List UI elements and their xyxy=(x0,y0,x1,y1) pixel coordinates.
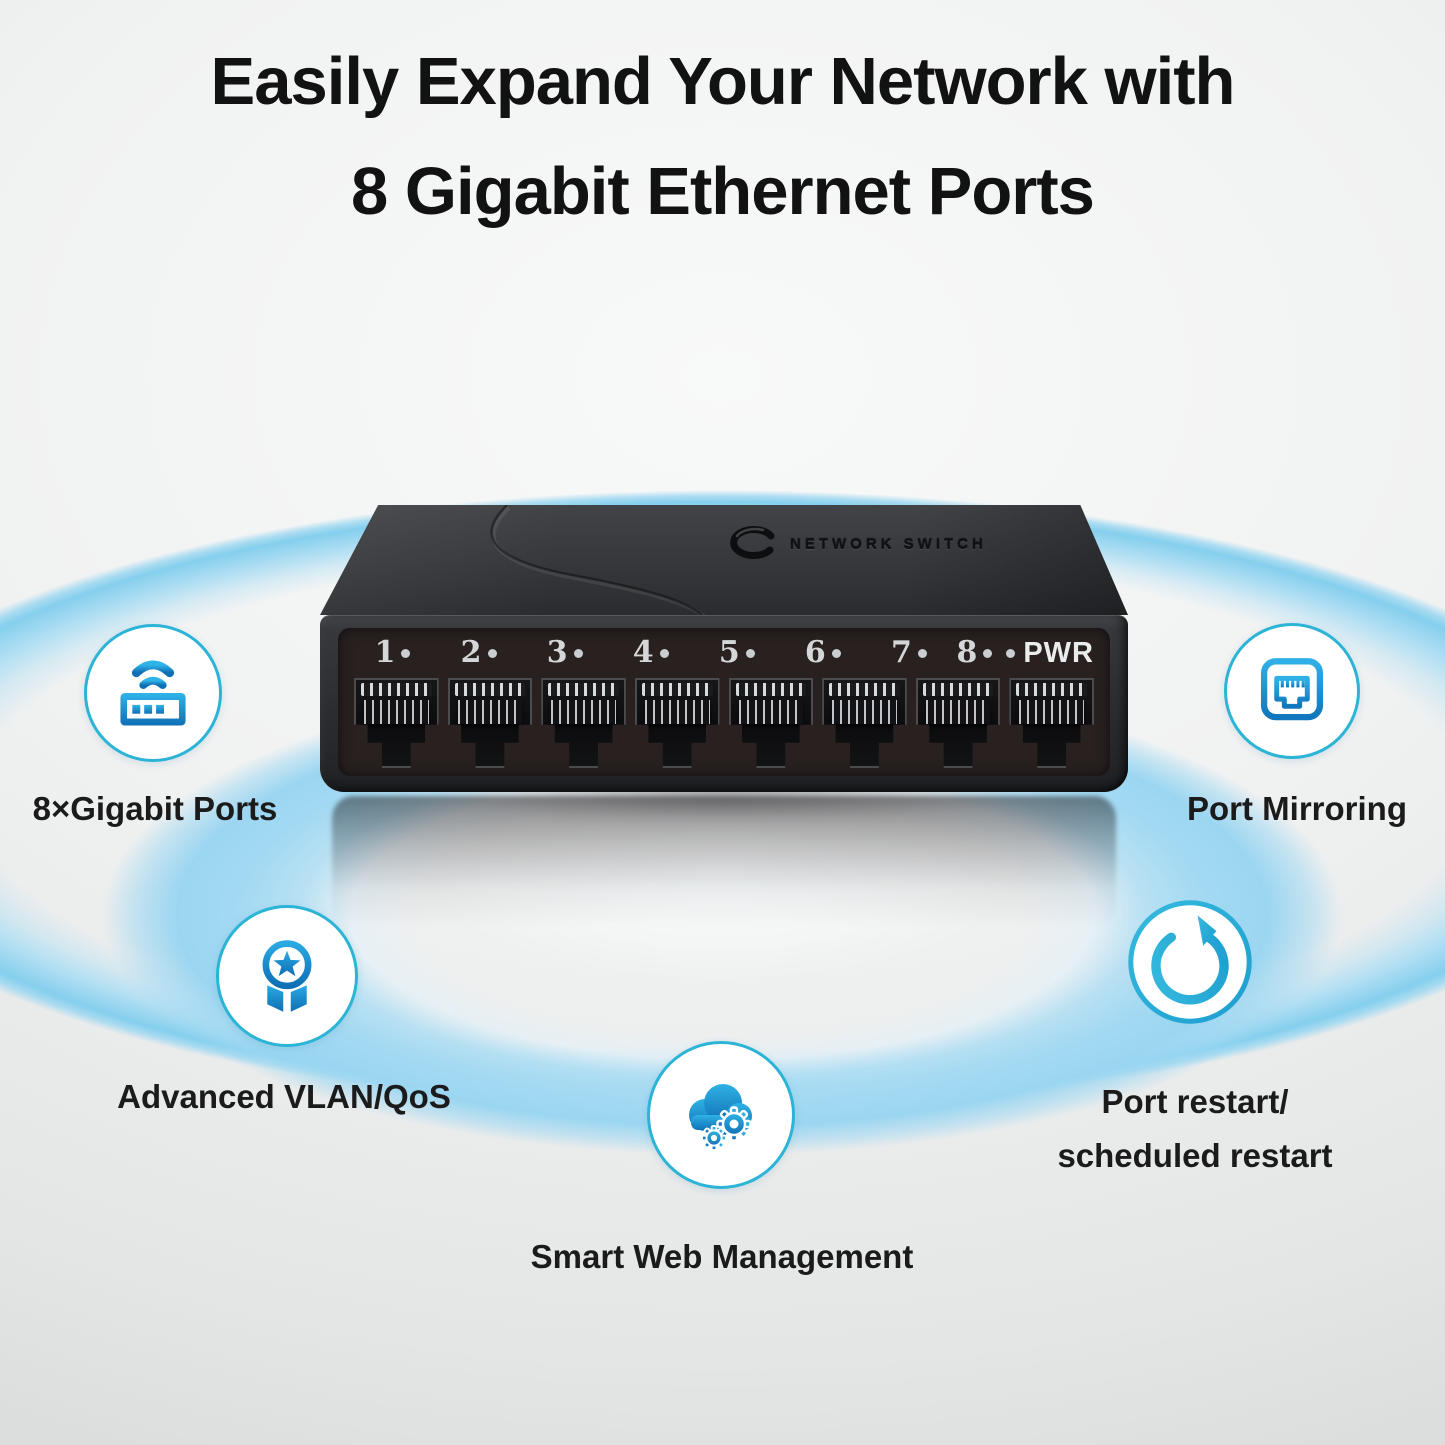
port-label: 7 xyxy=(870,635,947,671)
rj45-port-1 xyxy=(354,678,439,768)
port-pins xyxy=(922,683,994,696)
brand-swoosh-icon xyxy=(730,526,775,559)
rj45-port-2 xyxy=(447,678,533,768)
rj45-port-row xyxy=(354,678,1094,768)
led-indicator xyxy=(401,648,411,658)
port-label-row: 1 2 3 4 5 6 7 8 PWR xyxy=(354,635,1094,671)
brand-logo-group: NETWORK SWITCH xyxy=(726,523,987,565)
medal-star-icon xyxy=(262,940,312,1012)
feature-label-vlan-qos: Advanced VLAN/QoS xyxy=(117,1078,451,1115)
port-pins xyxy=(454,683,526,696)
led-indicator xyxy=(831,648,841,658)
port-pins xyxy=(735,683,807,696)
port-label: 4 xyxy=(612,635,689,671)
ethernet-port-icon xyxy=(1260,658,1324,721)
feature-label-gigabit-ports: 8×Gigabit Ports xyxy=(32,790,278,827)
power-label: PWR xyxy=(1023,636,1094,669)
top-face-shading xyxy=(320,505,1128,615)
port-contacts xyxy=(551,700,616,724)
port-pins xyxy=(1016,683,1087,696)
port-pins xyxy=(829,683,900,696)
port-label: 3 xyxy=(526,635,603,671)
top-face-curve-detail xyxy=(490,505,706,615)
port-panel: 1 2 3 4 5 6 7 8 PWR xyxy=(338,628,1110,776)
feature-circle-gigabit-ports xyxy=(84,624,222,762)
gear-large xyxy=(716,1106,752,1142)
rj45-port-8 xyxy=(1009,678,1094,768)
port-contacts xyxy=(1019,700,1084,724)
rj45-port-3 xyxy=(541,678,626,768)
feature-label-port-restart-line2: scheduled restart xyxy=(1057,1137,1333,1174)
router-wifi-icon xyxy=(120,660,186,726)
port-label: 5 xyxy=(698,635,775,671)
port-contacts xyxy=(457,700,523,724)
headline-line-2: 8 Gigabit Ethernet Ports xyxy=(351,154,1095,229)
port-contacts xyxy=(832,700,897,724)
led-indicator xyxy=(745,648,755,658)
headline-line-1: Easily Expand Your Network with xyxy=(210,44,1236,119)
port-label-with-power: 8 PWR xyxy=(956,635,1094,670)
rj45-port-4 xyxy=(634,678,720,768)
rj45-port-5 xyxy=(728,678,814,768)
feature-label-web-management: Smart Web Management xyxy=(530,1238,914,1275)
feature-circle-web-management xyxy=(647,1041,795,1189)
led-indicator xyxy=(659,648,669,658)
port-contacts xyxy=(364,700,429,724)
port-contacts xyxy=(738,700,804,724)
feature-label-port-mirroring: Port Mirroring xyxy=(1187,790,1407,827)
gear-small xyxy=(701,1125,727,1151)
rj45-port-6 xyxy=(822,678,907,768)
feature-circle-port-restart xyxy=(1127,899,1253,1025)
port-contacts xyxy=(925,700,991,724)
brand-name: NETWORK SWITCH xyxy=(790,535,987,553)
feature-label-port-restart-line1: Port restart/ xyxy=(1101,1083,1289,1120)
cloud-gears-icon xyxy=(689,1084,752,1151)
led-indicator xyxy=(917,648,927,658)
port-pins xyxy=(548,683,619,696)
led-indicator xyxy=(573,648,583,658)
led-indicator xyxy=(983,648,993,658)
port-label: 1 xyxy=(354,635,431,671)
power-led-indicator xyxy=(1006,648,1016,658)
port-label: 2 xyxy=(440,635,517,671)
port-pins xyxy=(641,683,713,696)
power-restart-icon xyxy=(1128,900,1252,1024)
rj45-port-7 xyxy=(915,678,1001,768)
switch-front-face: 1 2 3 4 5 6 7 8 PWR xyxy=(320,615,1128,792)
switch-top-face: NETWORK SWITCH xyxy=(320,505,1128,615)
device-reflection xyxy=(332,796,1116,928)
led-indicator xyxy=(487,648,497,658)
feature-circle-vlan-qos xyxy=(216,905,358,1047)
port-pins xyxy=(361,683,432,696)
port-contacts xyxy=(644,700,710,724)
feature-circle-port-mirroring xyxy=(1224,623,1360,759)
port-label: 6 xyxy=(784,635,861,671)
